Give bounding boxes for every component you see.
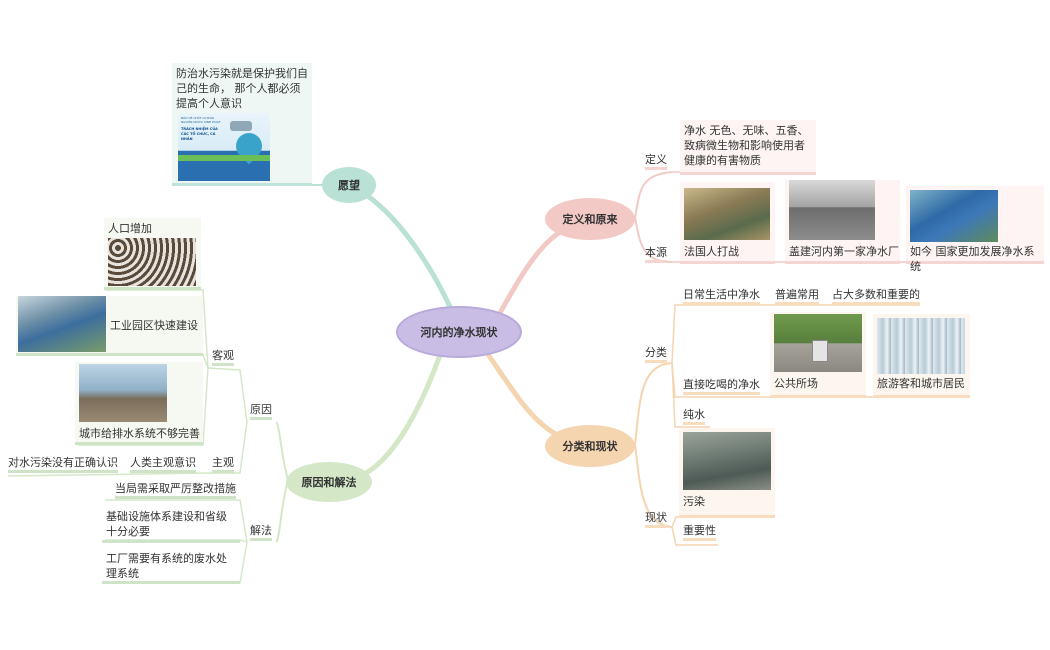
public-place-card[interactable]: 公共所场	[770, 312, 866, 398]
classification-label[interactable]: 分类	[645, 345, 667, 363]
importance[interactable]: 重要性	[683, 523, 716, 541]
crowd-image	[108, 238, 196, 286]
common-use[interactable]: 普遍常用	[775, 287, 819, 305]
population-label: 人口增加	[108, 222, 152, 235]
origin-label[interactable]: 本源	[645, 245, 667, 263]
definition-label[interactable]: 定义	[645, 152, 667, 170]
cause-label[interactable]: 原因	[250, 402, 272, 420]
water-protection-poster: BẢO VỆ CHẤT LƯỢNG NGUỒN NƯỚC SINH HOẠT T…	[178, 113, 270, 181]
topic-wish[interactable]: 愿望	[322, 167, 376, 203]
pollution-card[interactable]: 污染	[679, 428, 775, 518]
solution-1[interactable]: 当局需采取严厉整改措施	[115, 481, 236, 499]
bottled-water-photo	[877, 318, 965, 374]
tourist-card[interactable]: 旅游客和城市居民	[873, 314, 970, 398]
topic-classification[interactable]: 分类和现状	[545, 425, 635, 467]
solution-2[interactable]: 基础设施体系建设和省级十分必要	[102, 506, 240, 543]
flooded-street-photo	[79, 364, 167, 422]
solution-label[interactable]: 解法	[250, 523, 272, 541]
origin-card-1[interactable]: 法国人打战	[680, 182, 775, 264]
modern-plant-photo	[910, 190, 998, 242]
wish-text: 防治水污染就是保护我们自己的生命， 那个人都必须提高个人意识	[176, 67, 308, 110]
solution-3[interactable]: 工厂需要有系统的废水处理系统	[102, 548, 240, 584]
objective-label[interactable]: 客观	[212, 348, 234, 366]
origin-3-label: 如今 国家更加发展净水系统	[910, 245, 1035, 273]
waterworks-photo	[789, 180, 875, 240]
tourist-label: 旅游客和城市居民	[877, 377, 965, 390]
status-label[interactable]: 现状	[645, 510, 667, 528]
battle-painting	[684, 188, 770, 240]
origin-1-label: 法国人打战	[684, 245, 739, 258]
wish-card[interactable]: 防治水污染就是保护我们自己的生命， 那个人都必须提高个人意识 BẢO VỆ CH…	[172, 63, 312, 186]
origin-card-3[interactable]: 如今 国家更加发展净水系统	[906, 186, 1044, 273]
poster-heading: BẢO VỆ CHẤT LƯỢNG NGUỒN NƯỚC SINH HOẠT	[181, 116, 221, 124]
industrial-label: 工业园区快速建设	[110, 319, 198, 332]
origin-2-label: 盖建河内第一家净水厂	[789, 245, 899, 258]
branch-causes	[347, 352, 443, 483]
central-topic[interactable]: 河内的净水现状	[396, 306, 522, 358]
polluted-canal-photo	[683, 432, 771, 490]
drinking-water[interactable]: 直接吃喝的净水	[683, 377, 760, 395]
public-fountain-photo	[774, 314, 862, 372]
public-place-label: 公共所场	[774, 377, 818, 390]
drainage-card[interactable]: 城市给排水系统不够完善	[75, 362, 203, 445]
daily-water[interactable]: 日常生活中净水	[683, 287, 760, 305]
fountain-box	[812, 340, 828, 362]
subjective-awareness[interactable]: 人类主观意识	[130, 455, 196, 473]
poster-band-green	[178, 155, 270, 161]
industrial-park-photo	[18, 296, 106, 352]
subjective-detail[interactable]: 对水污染没有正确认识	[8, 455, 118, 473]
industrial-card[interactable]: 工业园区快速建设	[16, 296, 203, 356]
topic-causes[interactable]: 原因和解法	[286, 462, 372, 502]
topic-definition[interactable]: 定义和原来	[545, 198, 635, 240]
drainage-label: 城市给排水系统不够完善	[79, 427, 200, 440]
definition-text[interactable]: 净水 无色、无味、五香、致病微生物和影响使用者健康的有害物质	[680, 120, 816, 175]
origin-card-2[interactable]: 盖建河内第一家净水厂	[785, 180, 900, 264]
majority-important[interactable]: 占大多数和重要的	[832, 287, 920, 305]
population-card[interactable]: 人口增加	[104, 218, 201, 290]
subjective-label[interactable]: 主观	[212, 455, 234, 473]
pure-water[interactable]: 纯水	[683, 407, 705, 425]
pollution-label: 污染	[683, 495, 705, 508]
poster-faucet	[230, 121, 252, 131]
poster-title: TRÁCH NHIỆM CỦA CÁC TỔ CHỨC, CÁ NHÂN	[181, 127, 218, 141]
